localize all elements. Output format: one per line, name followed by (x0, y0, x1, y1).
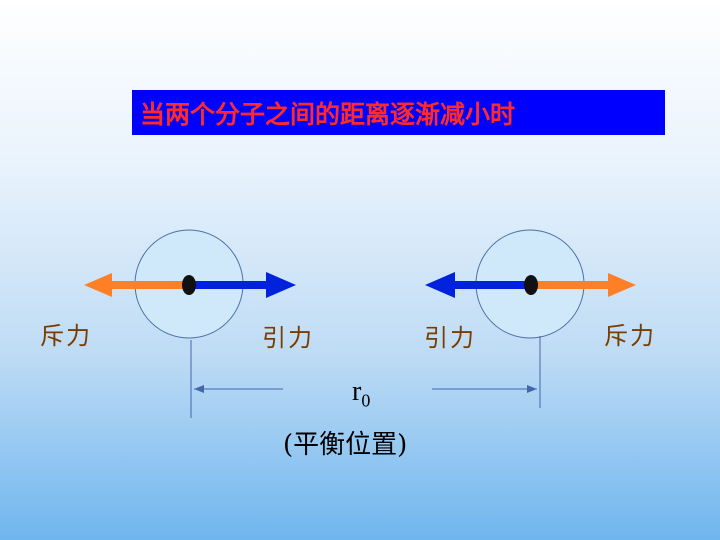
distance-symbol: r (352, 376, 362, 407)
left-repulsion-arrow (84, 273, 189, 297)
right-molecule-center (524, 275, 538, 295)
right-repulsion-arrow (530, 273, 636, 297)
left-molecule-center (182, 275, 196, 295)
left-attraction-label: 引力 (262, 324, 314, 352)
distance-arrow-left (194, 385, 283, 393)
equilibrium-label: (平衡位置) (283, 430, 408, 460)
right-attraction-arrow (425, 272, 530, 298)
left-attraction-arrow (189, 272, 296, 298)
right-repulsion-label: 斥力 (604, 322, 656, 350)
left-repulsion-label: 斥力 (40, 322, 92, 350)
right-attraction-label: 引力 (424, 324, 476, 352)
distance-label: r0 (352, 376, 370, 412)
distance-subscript: 0 (361, 390, 371, 411)
distance-arrow-right (432, 385, 537, 393)
title-banner: 当两个分子之间的距离逐渐减小时 (132, 90, 665, 135)
title-text: 当两个分子之间的距离逐渐减小时 (140, 99, 516, 129)
